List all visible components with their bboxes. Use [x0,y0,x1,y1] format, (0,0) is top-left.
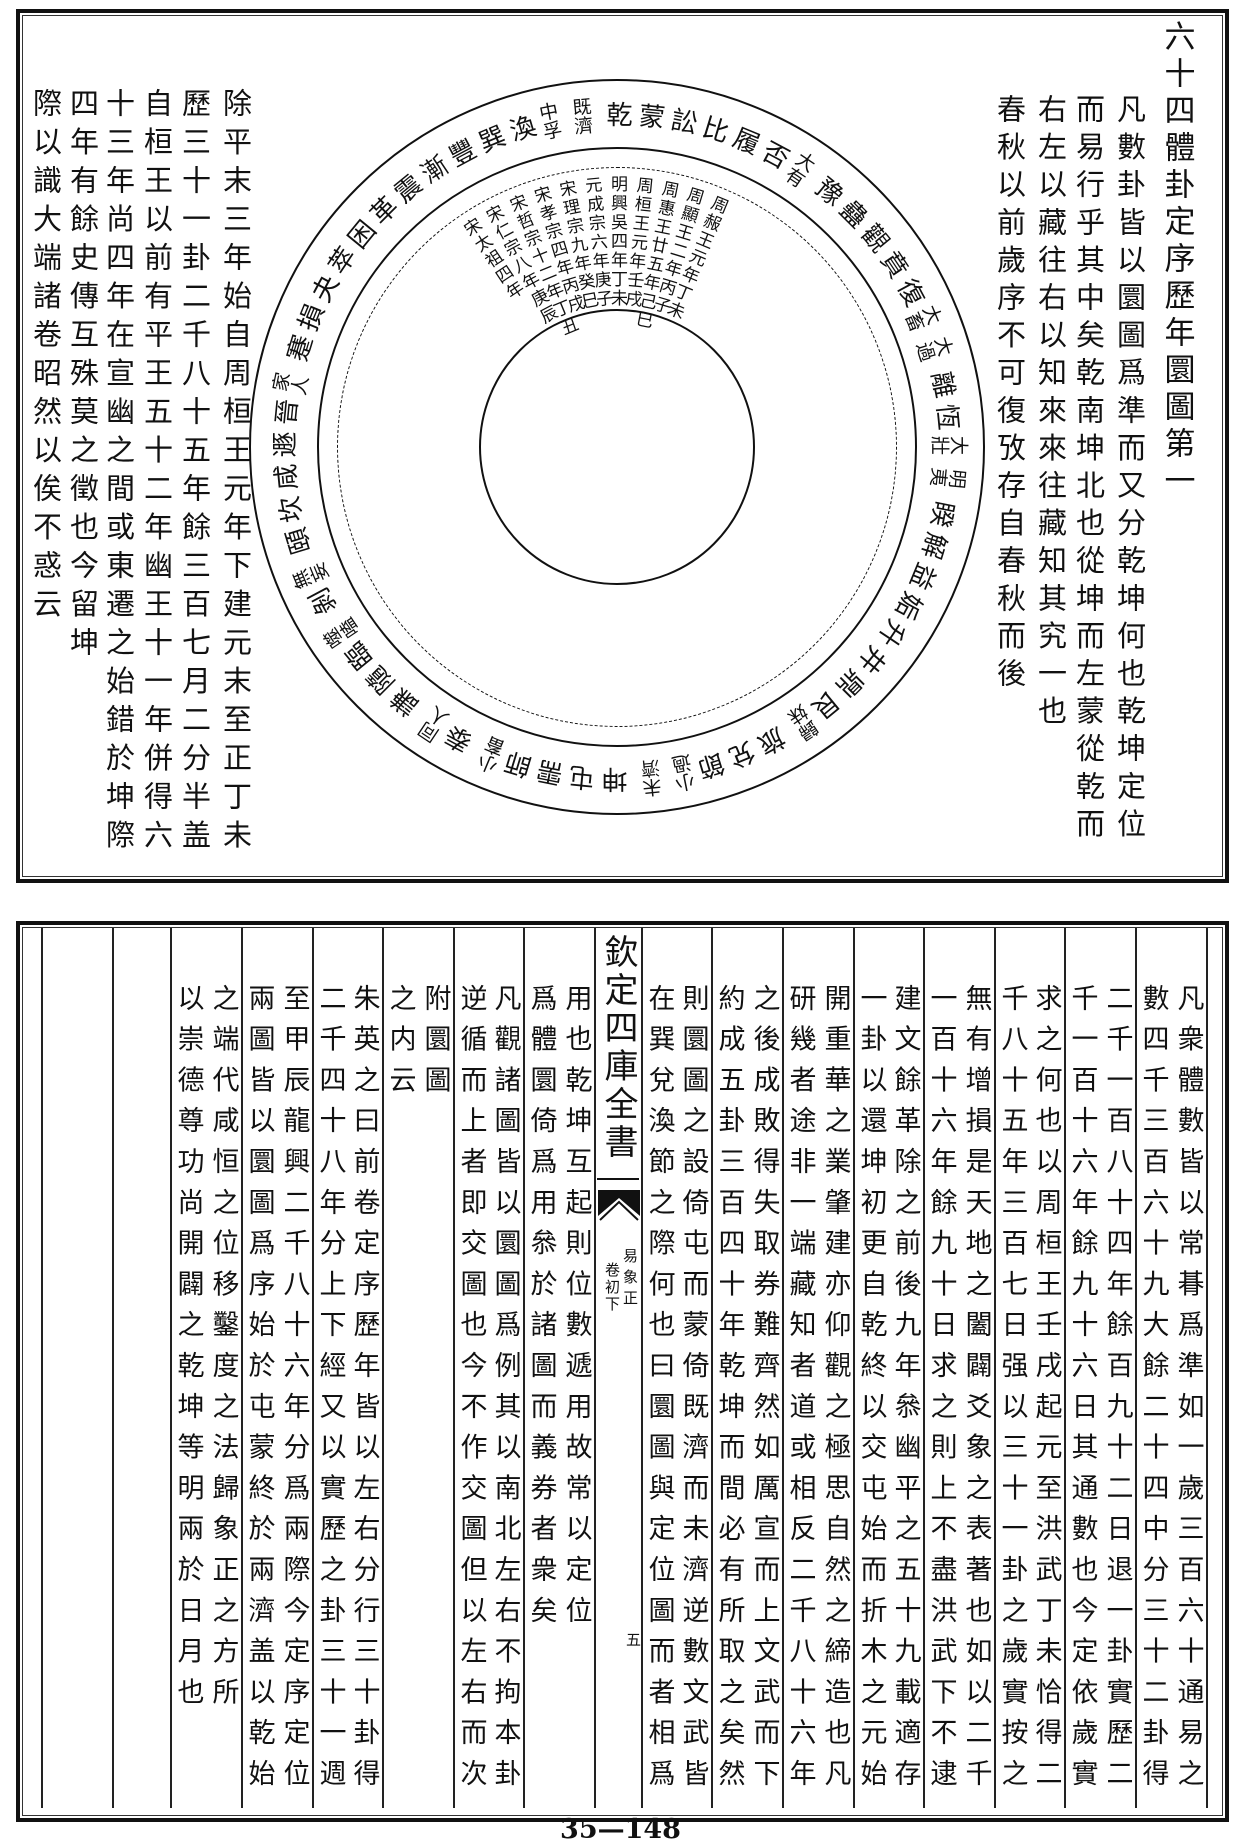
collection-title: 欽定四庫全書 [598,934,638,1162]
text-column-right-line: 至甲辰龍興二千八十六年分爲兩際今定序定位 [278,984,310,1800]
column-rule [1206,928,1208,1808]
diagram-title: 六十四體卦定序歷年圜圖第一 [1158,20,1195,501]
text-column-right-line: 則圜圖之設倚屯而蒙倚既濟而未濟逆數文武皆 [677,984,709,1800]
intro-text-column: 而易行乎其中矣乾南坤北也從坤而左蒙從乾而 [1071,94,1106,846]
text-column-left-line: 之内云 [384,984,416,1107]
column-rule [1135,928,1137,1808]
column-rule [782,928,784,1808]
intro-text-column: 春秋以前歲序不可復攷存自春秋而後 [992,94,1027,696]
hexagram-name: 需 [534,757,570,790]
text-column-right-line: 求之何也以周桓王壬戌起元至洪武丁未恰得二 [1030,984,1062,1800]
hexagram-name: 既濟 [568,95,595,136]
text-column-left-line: 二千四十八年分上下經又以實歷之卦三十一週 [314,984,346,1800]
note-text-column: 際以識大端諸卷昭然以俟不惑云 [28,88,63,627]
text-column-left-line: 兩圖皆以圜圖爲序始於屯蒙終於兩濟盖以乾始 [243,984,275,1800]
text-column-left-line: 約成五卦三百四十年乾坤而間必有所取之矣然 [713,984,745,1800]
text-column-left-line: 爲體圜倚爲用叅於諸圖而義券者衆矣 [525,984,557,1637]
column-rule [453,928,455,1808]
hexagram-name: 睽 [927,494,960,530]
leaf-number: 五 [624,1632,642,1647]
book-title: 易象正 [621,1248,639,1311]
reign-year-label: 明興吳四年丁未 [607,175,627,308]
reign-ring [337,167,897,727]
text-column-right-line: 凡觀諸圖皆以圜圖爲例其以南北左右不拘本卦 [489,984,521,1800]
column-rule [994,928,996,1808]
text-column-left-line: 一百十六年餘九十日求之則上不盡洪武下不逮 [925,984,957,1800]
hexagram-name: 遯 [271,432,297,462]
text-column-left-line: 逆循而上者即交圖也今不作交圖但以左右而次 [455,984,487,1800]
hexagram-name: 大壯 [931,433,969,455]
text-column-right-line: 用也乾坤互起則位數遞用故常以定位 [560,984,592,1637]
text-column-right-line: 之後成敗得失取券難齊然如厲宣而上文武而下 [748,984,780,1800]
column-rule [641,928,643,1808]
hexagram-name: 晉 [271,398,301,431]
hexagram-name: 訟 [664,104,700,137]
hexagram-name: 蒙 [633,101,666,131]
column-rule [112,928,114,1808]
text-column-left-line: 數四千三百六十九大餘二十四中分三十二卦得 [1137,984,1169,1800]
note-text-column: 自桓王以前有平王五十二年幽王十一年併得六 [139,88,174,858]
text-column-right-line: 無有增損是天地之闔闢爻象之表著也如以二千 [960,984,992,1800]
column-rule [523,928,525,1808]
text-column-left-line: 在巽兌渙節之際何也曰圜圖與定位圖而者相爲 [643,984,675,1800]
hexagram-name: 屯 [568,763,601,793]
hexagram-name: 咸 [271,463,301,496]
center-strip-title-box: 欽定四庫全書 [597,928,639,1180]
hexagram-name: 未濟 [639,758,666,799]
column-rule [853,928,855,1808]
hexagram-name: 明夷 [928,463,969,490]
note-text-column: 十三年尚四年在宣幽之間或東遷之始錯於坤際 [101,88,136,858]
top-panel-frame [16,9,1229,883]
column-rule [923,928,925,1808]
text-column-left-line: 以崇德尊功尚開闢之乾坤等明兩於日月也 [172,984,204,1719]
hexagram-name: 坤 [602,767,632,793]
bottom-panel-frame [16,921,1229,1822]
hexagram-name: 離 [927,364,960,400]
page-number: 35—148 [560,1814,681,1845]
juan-label: 卷初下 [603,1262,621,1313]
hexagram-name: 恆 [933,398,963,431]
text-column-right-line: 朱英之曰前卷定序歷年皆以左右分行三十卦得 [348,984,380,1800]
text-column-right-line: 凡衆體數皆以常朞爲準如一歲三百六十通易之 [1172,984,1204,1800]
text-column-left-line: 千一百十六年餘九十六日其通數也今定依歲實 [1066,984,1098,1800]
text-column-right-line: 二千一百八十四年餘百九十二日退一卦實歷二 [1101,984,1133,1800]
column-rule [312,928,314,1808]
text-column-right-line: 建文餘革除之前後九年叅幽平之五十九載適存 [889,984,921,1800]
intro-text-column: 凡數卦皆以圜圖爲準而又分乾坤何也乾坤定位 [1112,94,1147,846]
column-rule [711,928,713,1808]
text-column-left-line: 研幾者途非一端藏知者道或相反二千八十六年 [784,984,816,1800]
note-text-column: 除平末三年始自周桓王元年下建元末至正丁未 [218,88,253,858]
text-column-left-line: 一卦以還坤初更自乾終以交屯始而折木之元始 [855,984,887,1800]
hexagram-name: 坎 [274,494,307,530]
note-text-column: 歷三十一卦二千八十五年餘三百七月二分半盖 [177,88,212,858]
text-column-right-line: 附圜圖 [419,984,451,1107]
column-rule [1064,928,1066,1808]
middle-ring [317,147,917,747]
column-rule [594,928,596,1808]
outer-ring [249,79,985,815]
fish-tail-ornament [598,1190,640,1221]
inner-hole [479,309,755,585]
text-column-left-line: 千八十五年三百七日强以三十一卦之歲實按之 [996,984,1028,1800]
column-rule [241,928,243,1808]
note-text-column: 四年有餘史傳互殊莫之徵也今留坤 [65,88,100,666]
column-rule [41,928,43,1808]
text-column-right-line: 之端代咸恒之位移鑿度之法歸象正之方所 [207,984,239,1719]
intro-text-column: 右左以藏往右以知來來往藏知其究一也 [1033,94,1068,734]
hexagram-name: 乾 [602,101,632,127]
column-rule [170,928,172,1808]
column-rule [382,928,384,1808]
text-column-right-line: 開重華之業肇建亦仰觀之極思自然之締造也凡 [819,984,851,1800]
